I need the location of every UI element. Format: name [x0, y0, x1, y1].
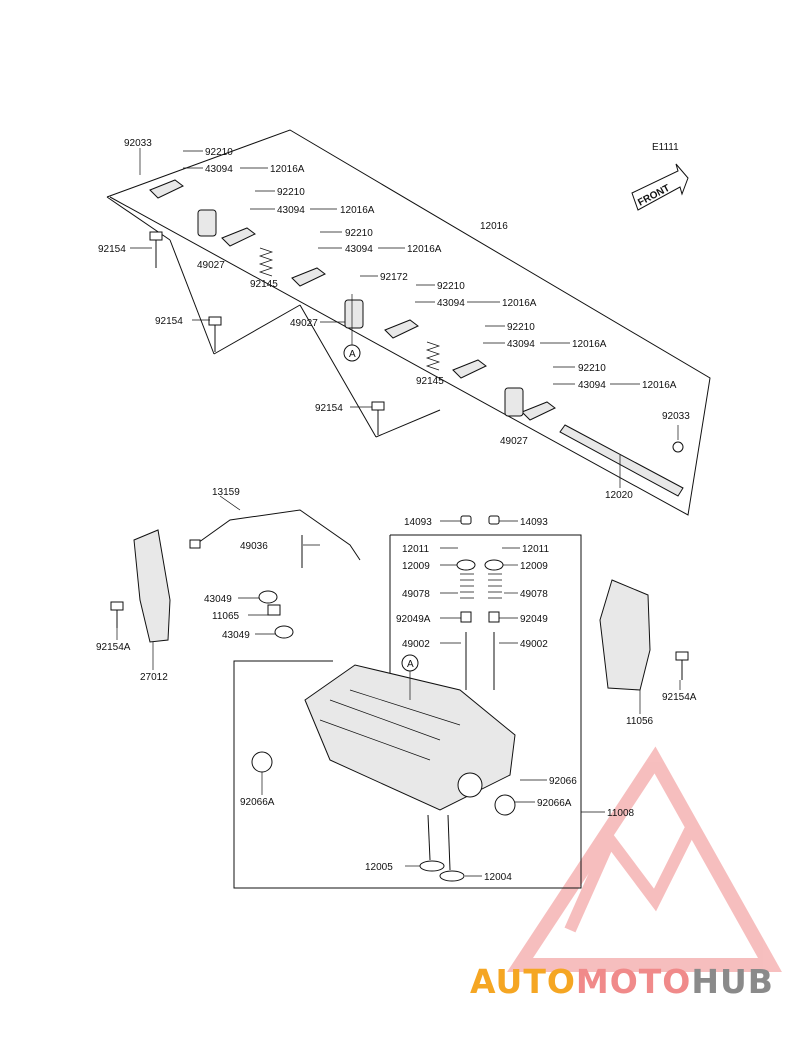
reference-a-1: A: [349, 349, 356, 360]
brackets: [133, 529, 651, 691]
rocker-springs: [258, 247, 502, 599]
part-92210-c: 92210: [345, 228, 373, 239]
part-92210-f: 92210: [578, 363, 606, 374]
part-92210-e: 92210: [507, 322, 535, 333]
part-49002-a: 49002: [402, 639, 430, 650]
part-49078-a: 49078: [402, 589, 430, 600]
watermark-part-moto: MOTO: [575, 962, 692, 1001]
part-43049-b: 43049: [222, 630, 250, 641]
front-arrow-icon: [631, 163, 689, 211]
rocker-assembly-frame: [106, 129, 711, 516]
part-labels: E1111 FRONT 92033 92210 43094 12016A 922…: [96, 138, 697, 883]
part-12020: 12020: [605, 490, 633, 501]
part-12011-a: 12011: [402, 544, 430, 555]
rocker-arms: [149, 179, 556, 421]
part-12009-b: 12009: [520, 561, 548, 572]
cylinder-head-body: [251, 664, 516, 816]
part-92049A-a: 92049A: [396, 614, 431, 625]
part-12009-a: 12009: [402, 561, 430, 572]
part-13159: 13159: [212, 487, 240, 498]
part-49036: 49036: [240, 541, 268, 552]
part-43094-d: 43094: [437, 298, 465, 309]
diagram-code: E1111: [652, 142, 679, 153]
part-11065: 11065: [212, 611, 240, 622]
part-49027-c: 49027: [500, 436, 528, 447]
bolts: [110, 231, 689, 680]
leader-lines: [116, 148, 681, 877]
part-49078-b: 49078: [520, 589, 548, 600]
part-12016A-c: 12016A: [407, 244, 442, 255]
part-92154-c: 92154: [315, 403, 343, 414]
part-11008: 11008: [607, 808, 635, 819]
part-11056: 11056: [626, 716, 654, 727]
part-12011-b: 12011: [522, 544, 550, 555]
valves: [419, 814, 465, 882]
part-43094-a: 43094: [205, 164, 233, 175]
rocker-supports: [197, 209, 524, 417]
part-12016A-b: 12016A: [340, 205, 375, 216]
part-92210-a: 92210: [205, 147, 233, 158]
part-12016A-f: 12016A: [642, 380, 677, 391]
part-92154-b: 92154: [155, 316, 183, 327]
part-92210-d: 92210: [437, 281, 465, 292]
part-92066: 92066: [549, 776, 577, 787]
part-49002-b: 49002: [520, 639, 548, 650]
part-92033-b: 92033: [662, 411, 690, 422]
part-27012: 27012: [140, 672, 168, 683]
watermark-logo: [507, 746, 782, 972]
part-92066A-a: 92066A: [537, 798, 572, 809]
part-92145-a: 92145: [250, 279, 278, 290]
part-12004: 12004: [484, 872, 512, 883]
part-92066A-b: 92066A: [240, 797, 275, 808]
reference-a-marker-1: [343, 344, 361, 362]
watermark-part-auto: AUTO: [470, 962, 576, 1001]
part-43094-e: 43094: [507, 339, 535, 350]
cylinder-head-frame: [233, 534, 582, 889]
part-12016: 12016: [480, 221, 508, 232]
part-92145-b: 92145: [416, 376, 444, 387]
part-92154A-b: 92154A: [662, 692, 697, 703]
part-14093-b: 14093: [520, 517, 548, 528]
part-49027-b: 49027: [290, 318, 318, 329]
part-12016A-e: 12016A: [572, 339, 607, 350]
part-43094-c: 43094: [345, 244, 373, 255]
part-12016A-d: 12016A: [502, 298, 537, 309]
part-14093-a: 14093: [404, 517, 432, 528]
part-92154-a: 92154: [98, 244, 126, 255]
part-92154A-a: 92154A: [96, 642, 131, 653]
part-92033-a: 92033: [124, 138, 152, 149]
part-12016A-a: 12016A: [270, 164, 305, 175]
watermark-part-hub: HUB: [691, 962, 774, 1001]
part-92210-b: 92210: [277, 187, 305, 198]
part-43049-a: 43049: [204, 594, 232, 605]
reference-a-marker-2: [401, 654, 419, 672]
part-92172: 92172: [380, 272, 408, 283]
valve-small-parts: [258, 515, 504, 690]
watermark-text: AUTOMOTOHUB: [470, 962, 800, 1002]
reference-a-2: A: [407, 659, 414, 670]
part-49027-a: 49027: [197, 260, 225, 271]
part-12005: 12005: [365, 862, 393, 873]
part-43094-f: 43094: [578, 380, 606, 391]
sensor-harness: [189, 509, 361, 568]
part-92049-b: 92049: [520, 614, 548, 625]
rocker-shaft: [559, 424, 684, 497]
part-43094-b: 43094: [277, 205, 305, 216]
